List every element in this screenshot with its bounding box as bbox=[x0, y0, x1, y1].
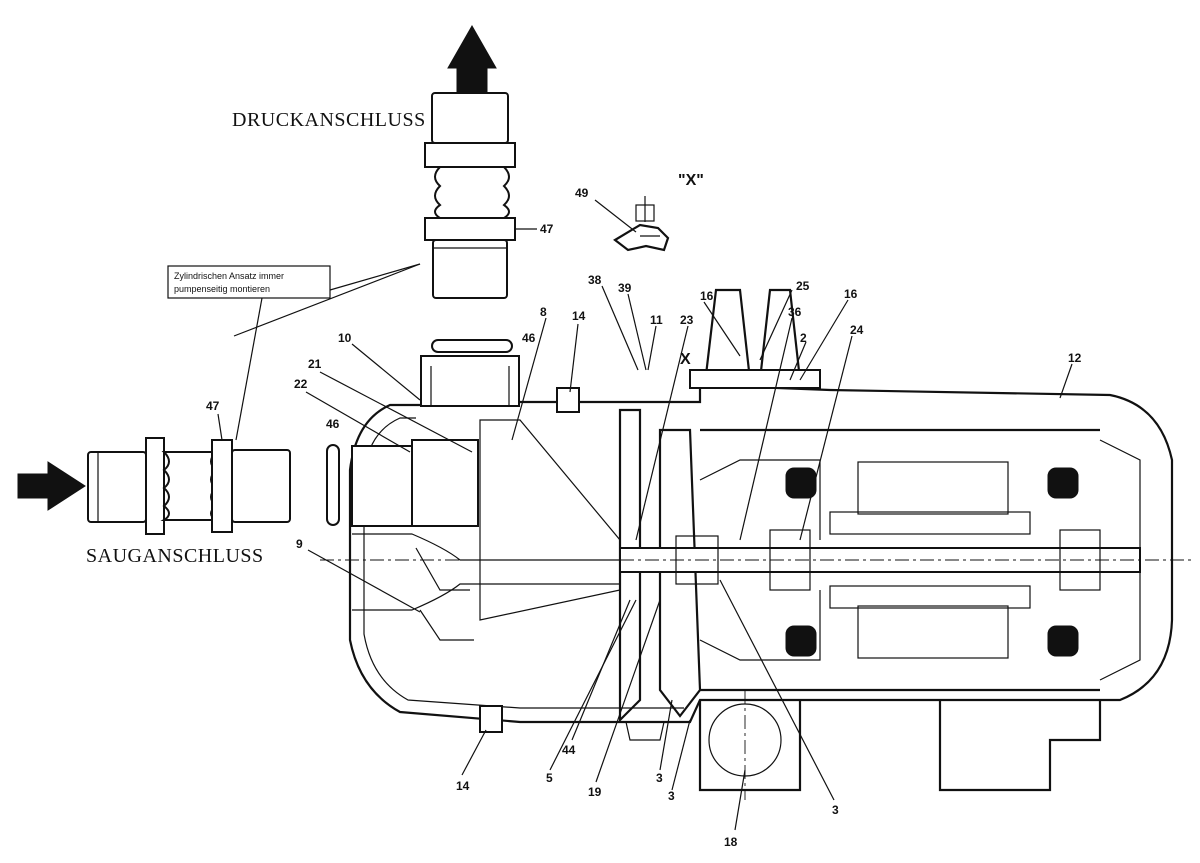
druckanschluss-label: DRUCKANSCHLUSS bbox=[232, 109, 426, 131]
part-5-label: 5 bbox=[546, 771, 553, 785]
sauganschluss-label: SAUGANSCHLUSS bbox=[86, 545, 264, 567]
part-38-label: 38 bbox=[588, 273, 602, 287]
pressure-connection-assembly bbox=[424, 24, 516, 299]
part-18-label: 18 bbox=[724, 835, 738, 849]
part-9-label: 9 bbox=[296, 537, 303, 551]
part-3-mid-label: 3 bbox=[668, 789, 675, 803]
part-25-label: 25 bbox=[796, 279, 810, 293]
part-21-label: 21 bbox=[308, 357, 322, 371]
part-14-bottom-label: 14 bbox=[456, 779, 470, 793]
pump-housing bbox=[348, 355, 1174, 741]
part-16-top-label: 16 bbox=[700, 289, 714, 303]
pressure-nipple-top bbox=[431, 92, 509, 144]
part-2-label: 2 bbox=[800, 331, 807, 345]
part-10-label: 10 bbox=[338, 331, 352, 345]
part-24-label: 24 bbox=[850, 323, 864, 337]
part-12-label: 12 bbox=[1068, 351, 1082, 365]
view-x-label: "X" bbox=[678, 172, 704, 189]
part-19-label: 19 bbox=[588, 785, 602, 799]
svg-text:Zylindrischen Ansatz immer: Zylindrischen Ansatz immer bbox=[174, 271, 284, 281]
part-3-right-label: 3 bbox=[832, 803, 839, 817]
part-49-label: 49 bbox=[575, 186, 589, 200]
plug-screw-14-bottom bbox=[479, 705, 503, 733]
part-23-label: 23 bbox=[680, 313, 694, 327]
part-46-top-label: 46 bbox=[522, 331, 536, 345]
part-11-label: 11 bbox=[650, 313, 663, 327]
motor-section bbox=[320, 288, 1195, 800]
leader-lines bbox=[305, 285, 1073, 831]
suction-connection-assembly bbox=[87, 437, 291, 535]
suction-direction-arrow bbox=[17, 461, 86, 511]
part-47-top-label: 47 bbox=[540, 222, 554, 236]
part-47-left-label: 47 bbox=[206, 399, 220, 413]
part-8-label: 8 bbox=[540, 305, 547, 319]
part-16-right-label: 16 bbox=[844, 287, 858, 301]
assembly-note: Zylindrischen Ansatz immer pumpenseitig … bbox=[167, 263, 421, 441]
svg-text:pumpenseitig montieren: pumpenseitig montieren bbox=[174, 284, 270, 294]
o-ring-46-suction bbox=[326, 444, 340, 526]
pressure-bellows bbox=[434, 166, 510, 219]
o-ring-46-pressure bbox=[431, 339, 513, 353]
part-3-left-label: 3 bbox=[656, 771, 663, 785]
pressure-direction-arrow bbox=[447, 24, 497, 97]
part-14-top-label: 14 bbox=[572, 309, 586, 323]
detail-x-clamp bbox=[613, 196, 670, 252]
pressure-nipple-bottom bbox=[432, 239, 508, 299]
part-36-label: 36 bbox=[788, 305, 802, 319]
part-46-left-label: 46 bbox=[326, 417, 340, 431]
section-x-label: X bbox=[680, 351, 691, 368]
plug-screw-14-top bbox=[556, 387, 580, 413]
part-39-label: 39 bbox=[618, 281, 632, 295]
part-22-label: 22 bbox=[294, 377, 308, 391]
part-44-label: 44 bbox=[562, 743, 576, 757]
pressure-nut-lower bbox=[424, 217, 516, 241]
pressure-nut bbox=[424, 142, 516, 168]
